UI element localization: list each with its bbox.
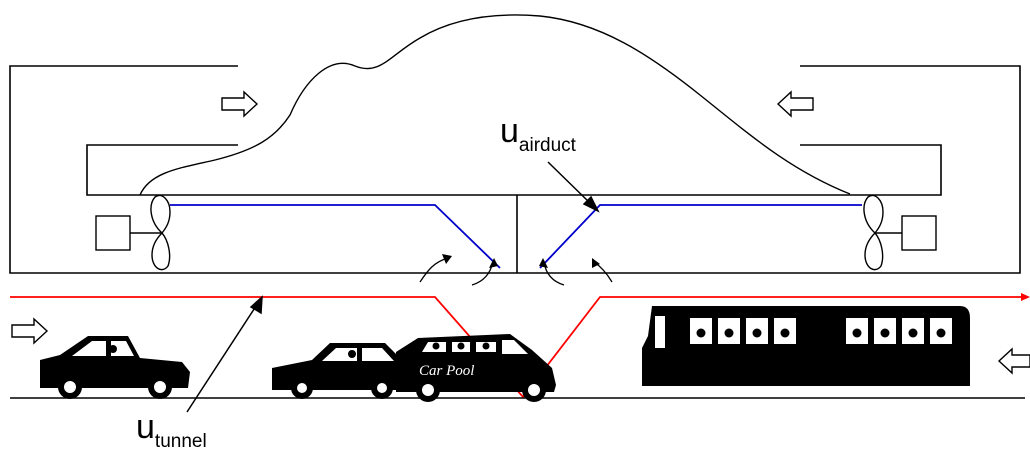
airduct-profile-right bbox=[539, 204, 862, 269]
sedan-car bbox=[272, 343, 410, 399]
flow-arrow-right-icon bbox=[221, 90, 259, 118]
motor-box bbox=[901, 215, 937, 251]
u-tunnel-label: utunnel bbox=[136, 408, 207, 452]
duct-left-outer bbox=[9, 65, 1021, 274]
carpool-label: Car Pool bbox=[419, 363, 474, 379]
u-airduct-pointer bbox=[547, 161, 593, 206]
tunnel-profile bbox=[10, 293, 1030, 399]
fan-right bbox=[863, 194, 937, 271]
airduct-profile bbox=[170, 204, 862, 269]
motor-box bbox=[95, 215, 131, 251]
carpool-van: Car Pool bbox=[396, 334, 556, 402]
fan-left bbox=[95, 194, 171, 271]
u-tunnel-pointer bbox=[186, 302, 259, 413]
flow-arrow-left-icon bbox=[776, 90, 814, 118]
air-duct-structure bbox=[9, 65, 1021, 274]
curved-arrow-icon bbox=[419, 257, 449, 283]
flow-arrow-right-icon bbox=[11, 317, 49, 345]
flow-arrows bbox=[11, 90, 1030, 375]
duct-right-inner bbox=[515, 144, 942, 196]
bus bbox=[642, 306, 970, 386]
label-pointers bbox=[186, 161, 600, 413]
airduct-profile-left bbox=[170, 204, 501, 269]
flow-arrow-left-icon bbox=[997, 347, 1030, 375]
hump-curve bbox=[139, 14, 851, 196]
tunnel-profile-arrowhead bbox=[1021, 293, 1030, 301]
jet-arrowheads bbox=[442, 254, 600, 268]
jet-arrows bbox=[419, 257, 613, 286]
hatchback-car bbox=[40, 336, 190, 399]
tunnel-profile-line bbox=[10, 296, 1026, 399]
u-airduct-label: uairduct bbox=[500, 112, 576, 156]
duct-left-inner bbox=[86, 144, 515, 196]
